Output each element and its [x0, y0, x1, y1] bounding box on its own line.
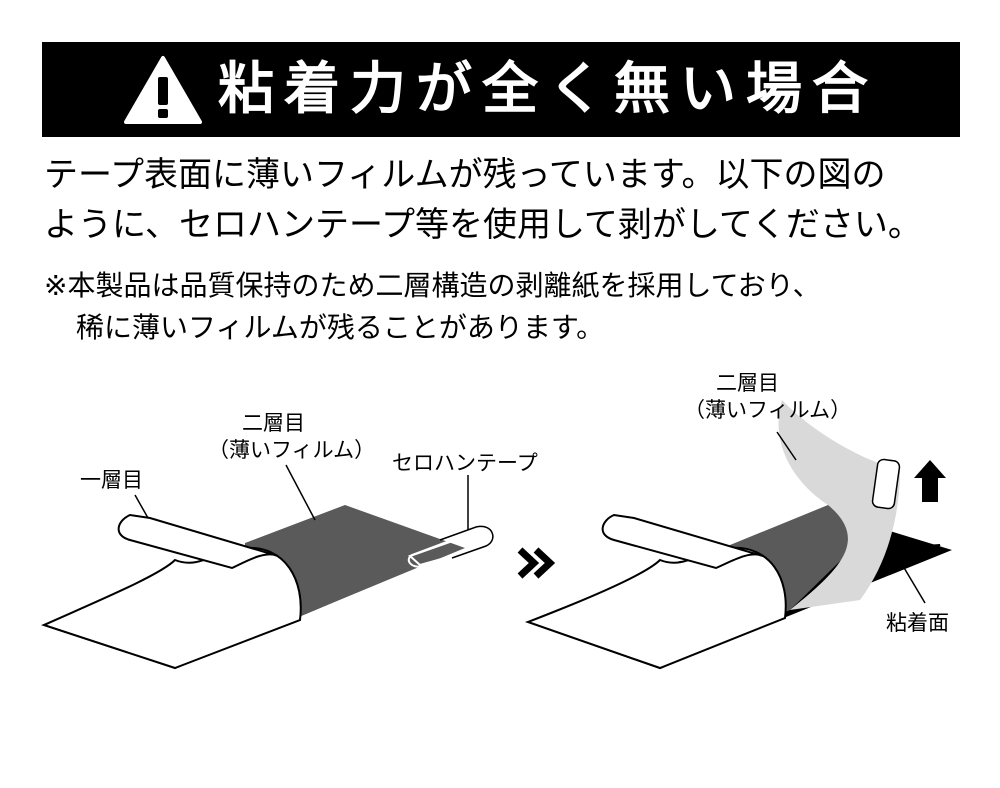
warning-icon [124, 55, 202, 124]
note-line-1: ※本製品は品質保持のため二層構造の剥離紙を採用しており、 [44, 269, 821, 302]
arrow-up-icon [914, 460, 946, 502]
leader-layer2 [285, 464, 316, 521]
instruction-line-1: テープ表面に薄いフィルムが残っています。以下の図の [44, 155, 886, 195]
first-layer-curl-right [525, 546, 787, 670]
peeling-diagram: 一層目 二層目 （薄いフィルム） セロハンテープ 二層目 （薄いフィルム） 粘着… [41, 371, 952, 670]
label-layer1: 一層目 [80, 468, 143, 492]
warning-banner: 粘着力が全く無い場合 [42, 42, 960, 137]
diagram-before: 一層目 二層目 （薄いフィルム） セロハンテープ [41, 411, 538, 670]
leader-layer2-right [776, 431, 797, 461]
label-layer2-title-left: 二層目 [242, 411, 305, 435]
diagram-after: 二層目 （薄いフィルム） 粘着面 [525, 371, 952, 670]
leader-adhesive [902, 565, 926, 604]
tape-outline [407, 529, 494, 568]
note-text: ※本製品は品質保持のため二層構造の剥離紙を採用しており、 稀に薄いフィルムが残る… [44, 265, 964, 349]
label-layer2-sub-left: （薄いフィルム） [208, 438, 375, 462]
note-line-2: 稀に薄いフィルムが残ることがあります。 [76, 311, 605, 344]
label-adhesive: 粘着面 [886, 611, 949, 635]
label-layer2-sub-right: （薄いフィルム） [684, 398, 851, 422]
first-layer-strip-right [601, 513, 764, 570]
instruction-line-2: ように、セロハンテープ等を使用して剥がしてください。 [44, 205, 922, 245]
peeled-film [778, 400, 900, 610]
label-layer2-title-right: 二層目 [716, 371, 779, 395]
first-layer-curl [41, 546, 302, 670]
leader-layer1 [134, 494, 149, 519]
instruction-text: テープ表面に薄いフィルムが残っています。以下の図の ように、セロハンテープ等を使… [44, 150, 964, 250]
double-chevron-right-icon [517, 547, 556, 579]
banner-title: 粘着力が全く無い場合 [218, 56, 878, 122]
label-tape: セロハンテープ [392, 451, 538, 475]
cellophane-tape-right [871, 458, 901, 510]
first-layer-strip [117, 513, 279, 570]
tape-edge [439, 525, 494, 559]
